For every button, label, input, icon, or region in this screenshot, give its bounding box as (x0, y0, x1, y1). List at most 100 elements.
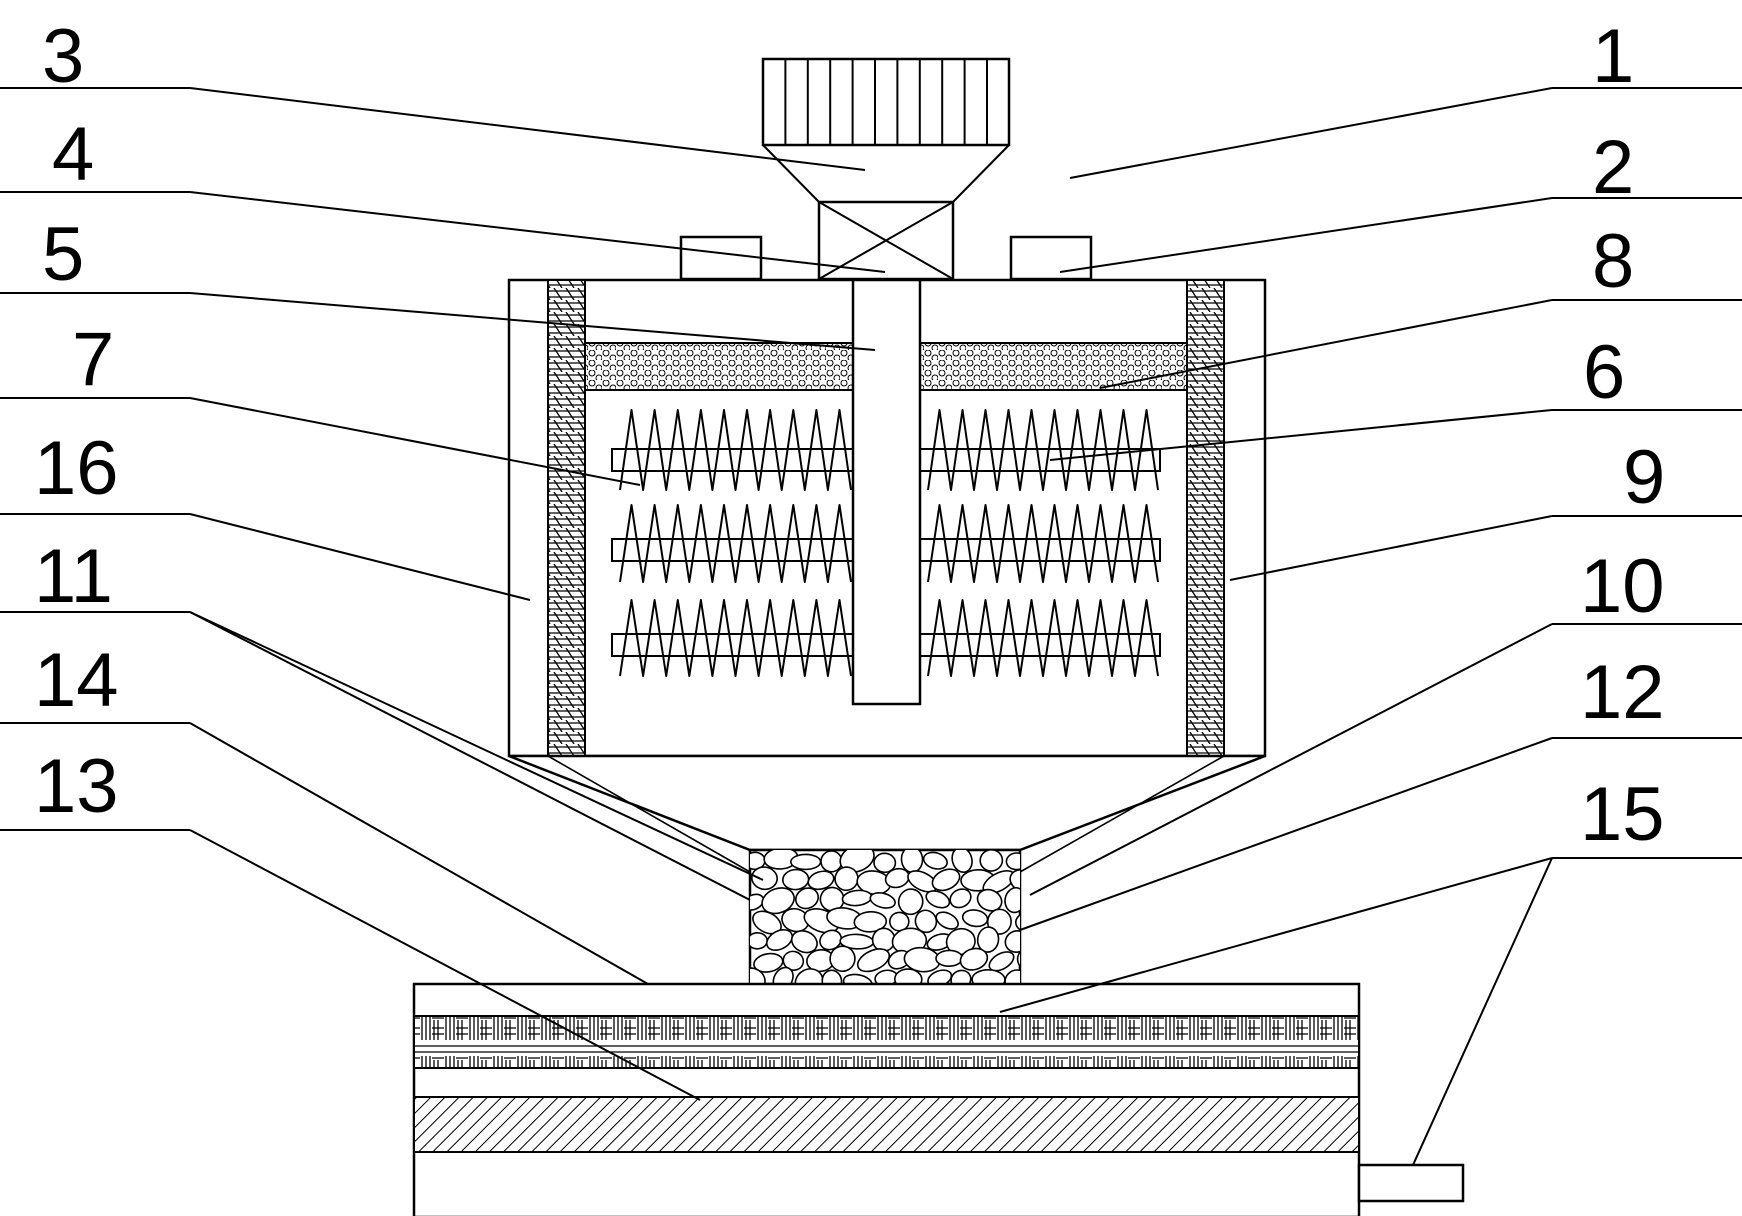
stone (829, 945, 856, 972)
label-8: 8 (1592, 219, 1634, 304)
stone (790, 930, 818, 954)
leader-pointer (1099, 299, 1553, 389)
leader-pointer (999, 857, 1553, 1013)
stone (1005, 852, 1020, 871)
stone (976, 888, 1003, 912)
stone (807, 870, 835, 891)
label-15: 15 (1580, 772, 1665, 857)
spiral-coil (927, 409, 1159, 491)
stone (821, 969, 843, 984)
outlet-pipe (1357, 1163, 1465, 1203)
stone (794, 887, 820, 910)
leader-pointer (1412, 857, 1553, 1166)
label-4: 4 (52, 112, 94, 197)
leader-pointer (189, 191, 886, 273)
leader-pointer (1229, 515, 1553, 581)
stone (949, 888, 972, 909)
label-5: 5 (42, 212, 84, 297)
label-2: 2 (1592, 125, 1634, 210)
leader-lines (0, 87, 1742, 1166)
stone (935, 911, 959, 930)
base-tray (412, 982, 1361, 1216)
label-3: 3 (42, 14, 84, 99)
valve (817, 200, 955, 281)
stone (894, 968, 923, 984)
stone (1016, 949, 1020, 972)
stone (951, 850, 973, 874)
leader-pointer (1049, 409, 1553, 461)
spiral-coil (619, 504, 852, 583)
stone (935, 949, 964, 968)
label-12: 12 (1580, 650, 1665, 735)
bottom-cone (508, 754, 1266, 852)
label-16: 16 (34, 426, 119, 511)
label-6: 6 (1583, 330, 1625, 415)
leader-pointer (189, 611, 751, 901)
stone (871, 927, 896, 952)
woven-filter-layer (413, 1015, 1360, 1069)
stone (873, 852, 897, 874)
label-13: 13 (34, 744, 119, 829)
spiral-coil (619, 599, 852, 677)
left-wall-lining (547, 279, 586, 757)
leader-pointer (1059, 197, 1553, 273)
leader-pointer (189, 611, 764, 881)
stone (976, 926, 1000, 953)
inlet-cap (761, 57, 1011, 147)
leader-pointer (189, 87, 866, 171)
stone (925, 890, 951, 909)
spiral-coil (927, 504, 1159, 583)
left-motor-block (679, 235, 763, 281)
stone (1004, 930, 1020, 953)
stone (750, 967, 766, 984)
leader-pointer (189, 397, 641, 486)
stone (853, 910, 888, 933)
stone (1004, 886, 1020, 914)
stone-filter-box (748, 848, 1022, 986)
right-filter-mesh (919, 342, 1188, 391)
leader-pointer (189, 722, 649, 985)
spiral-coil (619, 409, 852, 491)
stone (765, 929, 794, 951)
stone (1015, 912, 1020, 933)
right-wall-lining (1186, 279, 1225, 757)
label-14: 14 (34, 638, 119, 723)
label-9: 9 (1623, 435, 1665, 520)
stone (789, 853, 822, 871)
stone (897, 888, 924, 916)
label-7: 7 (72, 317, 114, 402)
label-11: 11 (34, 534, 113, 619)
leader-pointer (1019, 737, 1553, 931)
leader-pointer (189, 513, 531, 601)
label-10: 10 (1580, 544, 1665, 629)
stone (761, 887, 795, 915)
stone (820, 850, 843, 873)
feed-hopper (762, 144, 1010, 203)
stone (794, 968, 824, 984)
cone-inner-wall (547, 755, 1225, 873)
leader-pointer (189, 292, 876, 351)
stone (979, 850, 1004, 872)
spiral-coil (927, 599, 1159, 677)
part-labels: 1 2 8 6 9 10 12 15 3 4 5 7 16 11 14 13 (34, 14, 1665, 857)
stone (842, 973, 873, 984)
stone (750, 931, 768, 950)
stone (751, 866, 778, 891)
leader-pointer (1069, 87, 1553, 179)
central-shaft (851, 278, 922, 706)
leader-pointer (189, 829, 701, 1101)
stone (988, 951, 1015, 972)
stone (869, 891, 896, 909)
hatched-layer (413, 1096, 1360, 1153)
stone (1004, 969, 1020, 984)
stone (922, 851, 948, 870)
stone (839, 850, 875, 873)
label-1: 1 (1592, 14, 1634, 99)
stone (856, 948, 891, 973)
left-filter-mesh (584, 342, 854, 391)
right-motor-block (1009, 235, 1093, 281)
stone (931, 868, 961, 892)
leader-pointer (1029, 623, 1553, 896)
stone (959, 947, 989, 971)
